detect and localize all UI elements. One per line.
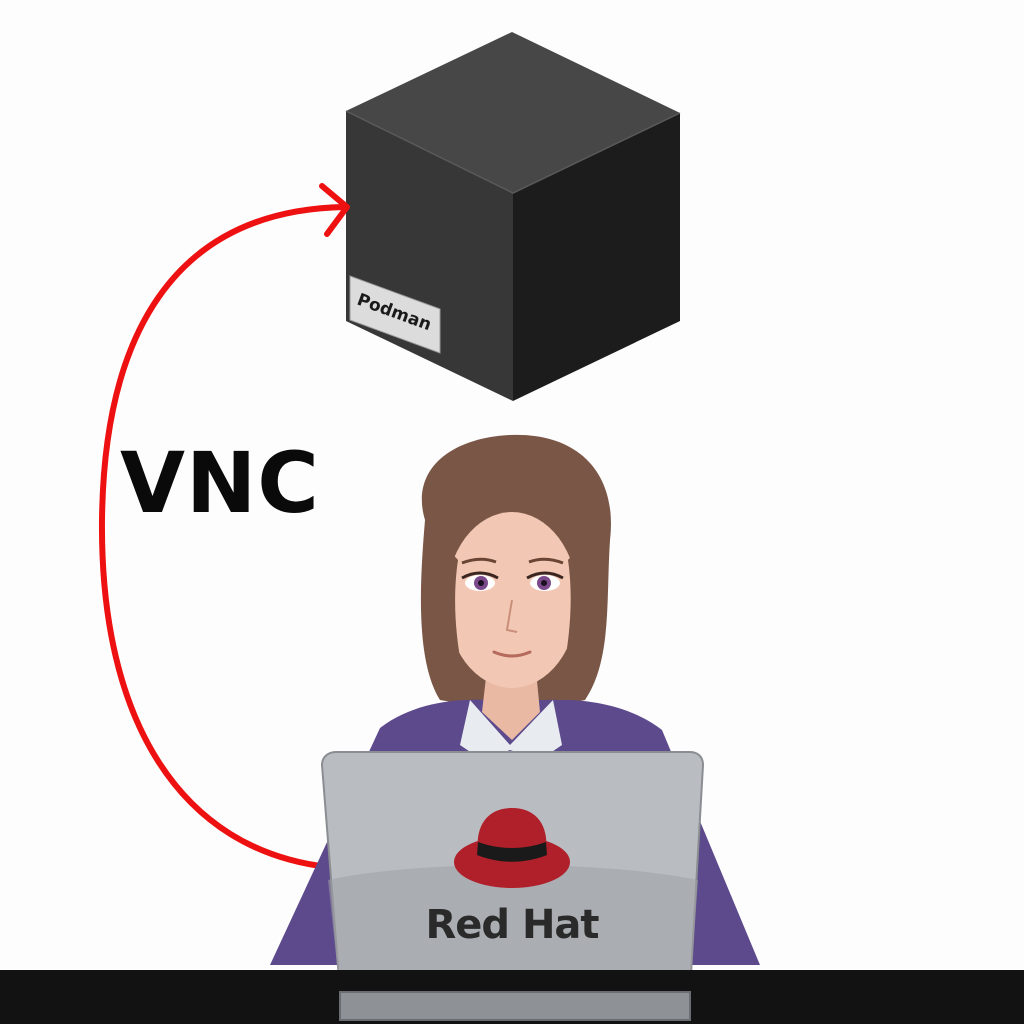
vnc-arrowhead-icon [319,183,350,237]
hat-crown [477,808,547,852]
shirt-collar [460,700,562,760]
vnc-connection-arrow [98,183,350,870]
laptop-lid-shade [328,865,698,992]
hair-bangs [439,455,592,575]
cube-edge-highlight [345,110,681,194]
cube-right-face [513,113,680,401]
vnc-arrow-curve [98,204,348,870]
eyes [461,557,564,591]
red-hat-label: Red Hat [425,902,599,948]
nose [505,599,518,633]
red-hat-logo [454,808,570,888]
hair-side-left [432,540,470,700]
podman-container-cube: Podman [345,32,681,401]
vnc-label: VNC [120,434,320,532]
podman-label-plate [349,275,441,354]
hat-band [477,842,547,862]
laptop-base [339,991,691,1021]
mouth [492,650,532,658]
laptop: Red Hat [320,751,705,993]
hair-side-right [556,540,594,700]
